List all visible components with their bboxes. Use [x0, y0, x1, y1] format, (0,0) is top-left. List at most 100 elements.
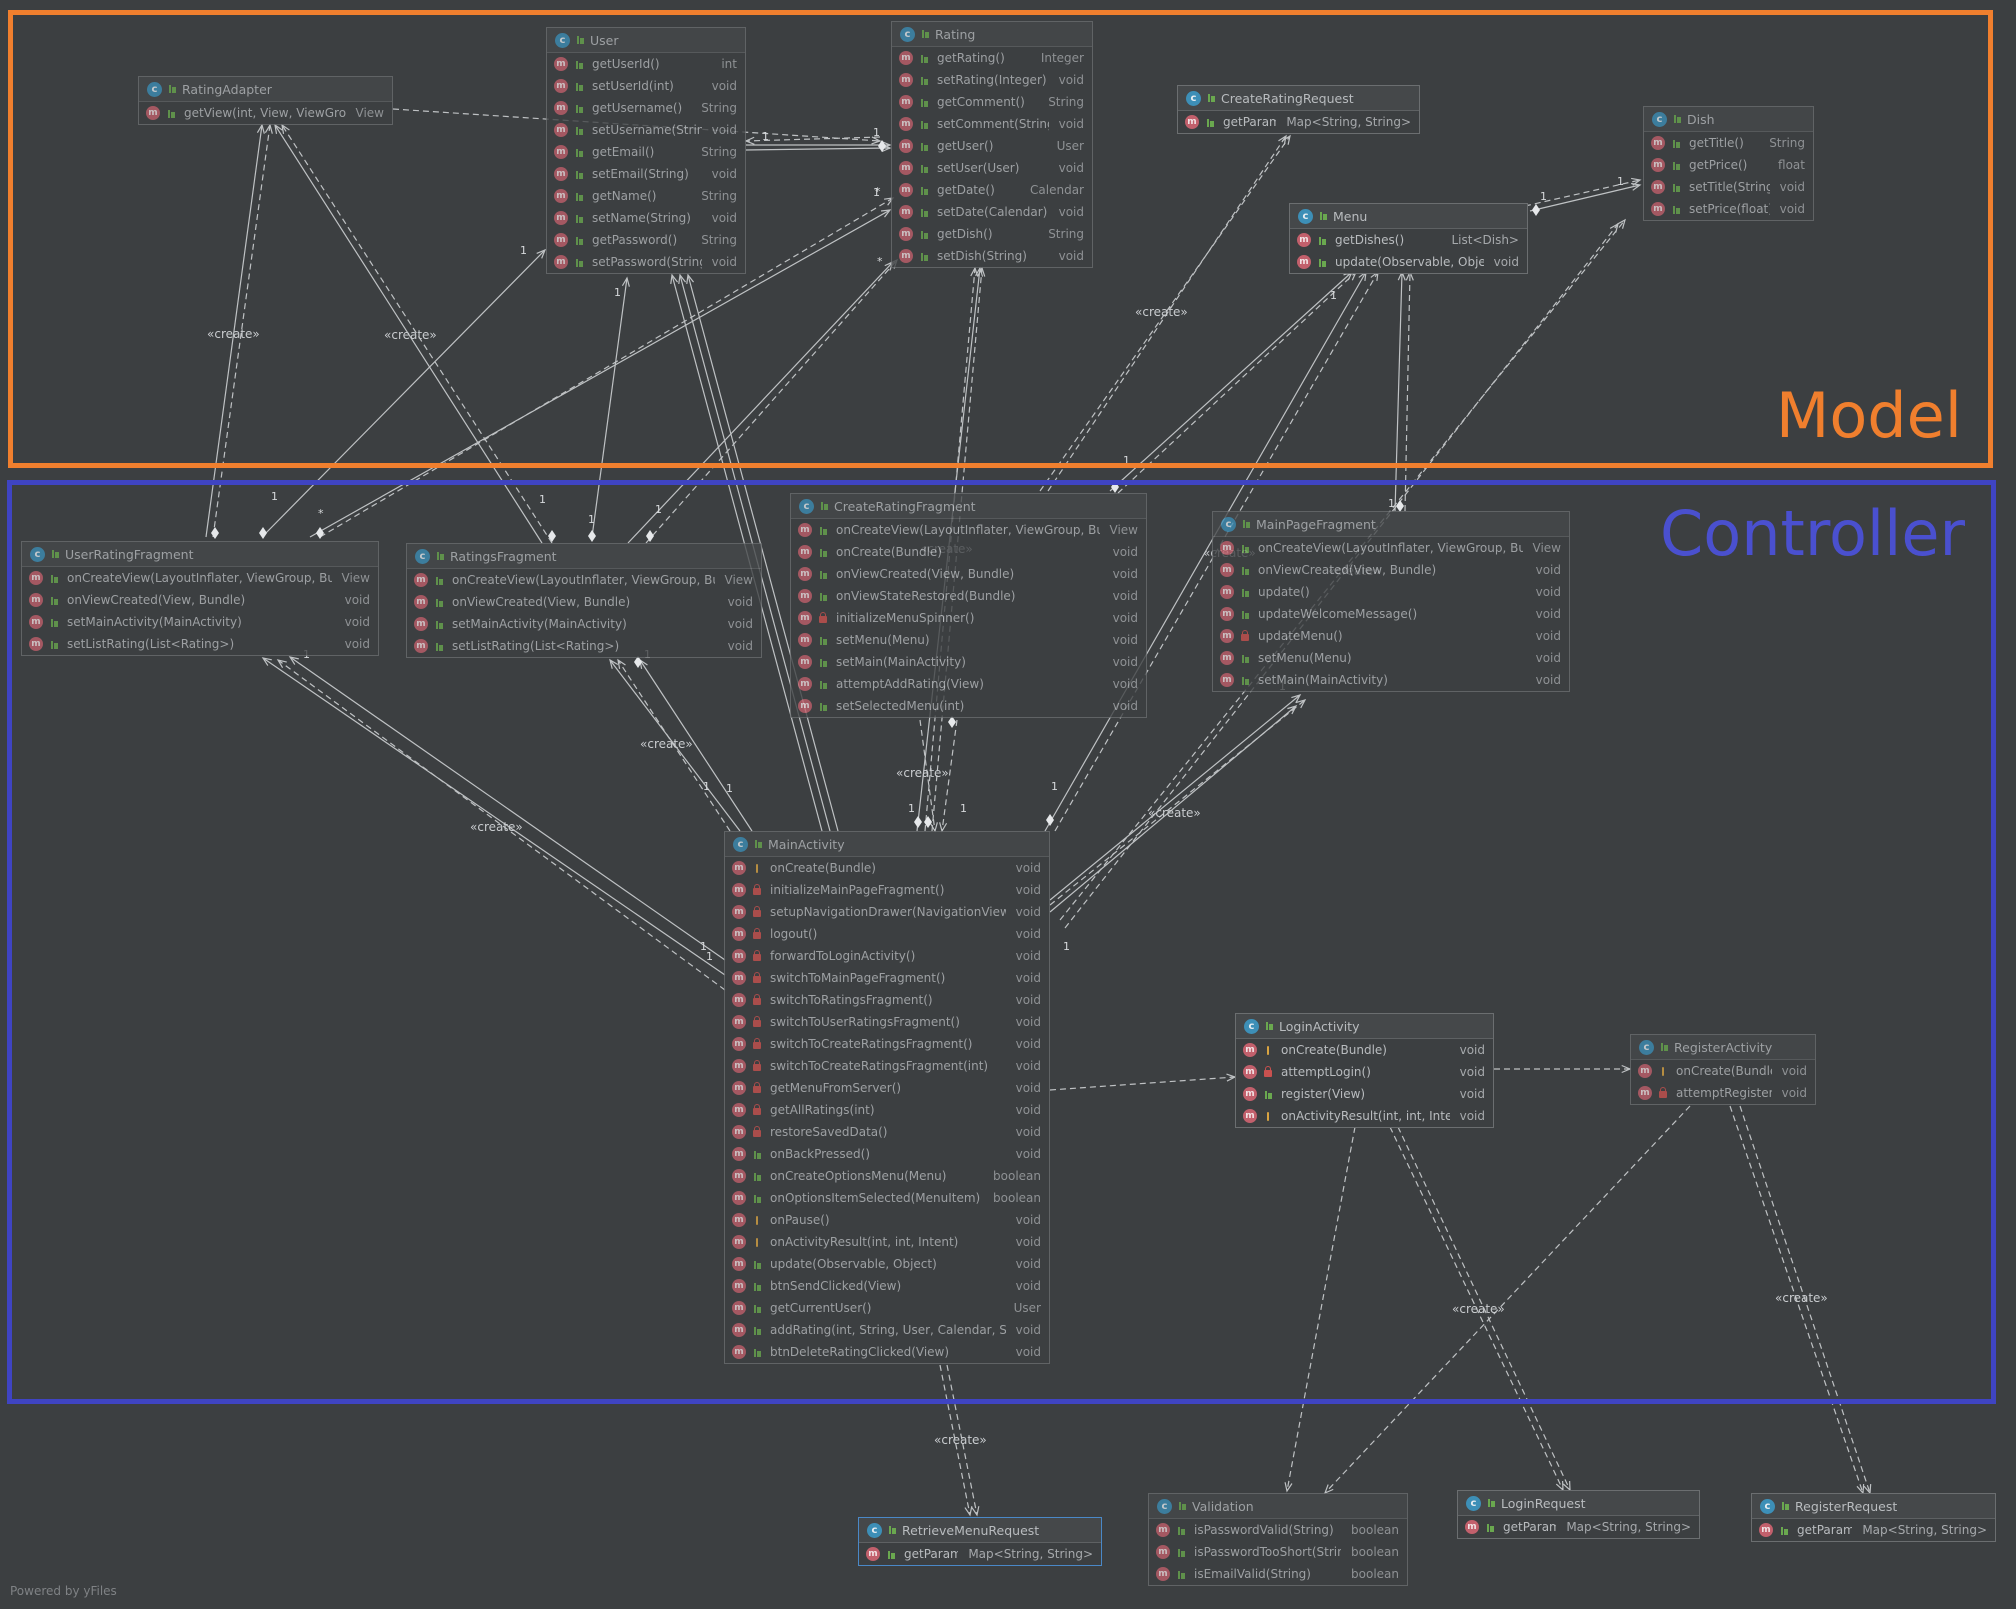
- association-line[interactable]: [281, 124, 553, 544]
- association-line[interactable]: [1286, 1126, 1356, 1492]
- method-row[interactable]: mgetParams()Map<String, String>: [859, 1543, 1101, 1565]
- association-line[interactable]: [639, 659, 753, 832]
- class-retrieve-menu-request[interactable]: cRetrieveMenuRequestmgetParams()Map<Stri…: [858, 1517, 1102, 1566]
- association-line[interactable]: [1109, 271, 1353, 492]
- association-line[interactable]: [745, 136, 881, 142]
- association-line[interactable]: [1397, 1126, 1571, 1491]
- association-line[interactable]: [205, 124, 263, 538]
- association-line[interactable]: [1529, 184, 1641, 212]
- association-line[interactable]: [645, 259, 898, 544]
- association-line[interactable]: [1039, 135, 1291, 492]
- association-line[interactable]: [919, 719, 936, 832]
- class-create-rating-request[interactable]: cCreateRatingRequestmgetParams()Map<Stri…: [1177, 85, 1420, 134]
- association-line[interactable]: [1729, 1105, 1864, 1494]
- association-line[interactable]: [941, 719, 958, 832]
- association-line[interactable]: [1394, 271, 1403, 512]
- association-line[interactable]: [1049, 705, 1297, 913]
- association-line[interactable]: [609, 659, 741, 832]
- association-line[interactable]: [1049, 694, 1301, 901]
- association-line[interactable]: [591, 277, 628, 538]
- class-register-request[interactable]: cRegisterRequestmgetParams()Map<String, …: [1751, 1493, 1996, 1542]
- association-line[interactable]: [274, 124, 543, 544]
- association-line[interactable]: [1117, 271, 1357, 494]
- association-line[interactable]: [687, 274, 839, 832]
- association-line[interactable]: [1049, 1076, 1236, 1091]
